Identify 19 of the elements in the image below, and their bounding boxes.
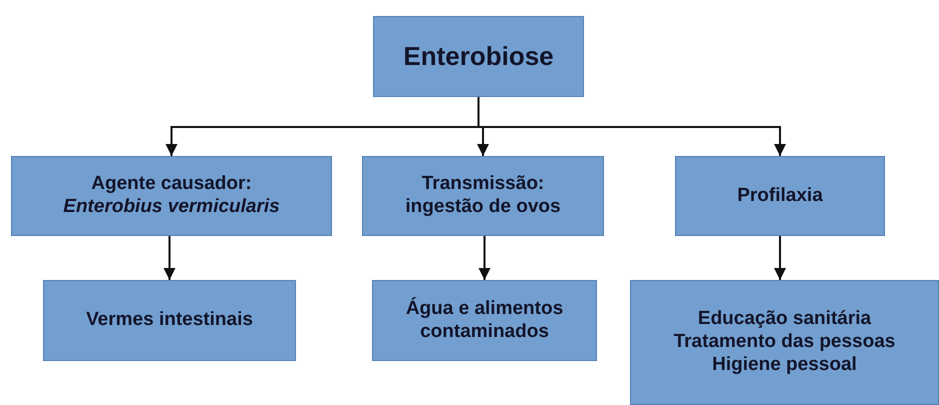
process-box (43, 280, 296, 361)
box-label: Higiene pessoal (712, 354, 857, 377)
process-box (675, 156, 885, 236)
box-label: Agente causador: Enterobius vermicularis (62, 173, 281, 219)
process-box (373, 16, 584, 97)
arrow (774, 236, 786, 280)
box-label: Transmissão: ingestão de ovos (404, 173, 562, 219)
arrow (478, 236, 490, 280)
box-label: Enterobiose (403, 40, 554, 72)
process-box (372, 280, 597, 361)
process-box (630, 280, 939, 405)
box-label: Vermes intestinais (86, 309, 253, 332)
box-label: Profilaxia (737, 184, 823, 208)
process-box (362, 156, 604, 236)
box-label: Água e alimentos contaminados (404, 298, 564, 344)
process-box (11, 156, 332, 236)
box-label: Educação sanitária (698, 308, 872, 332)
arrow (164, 236, 176, 280)
box-label: Tratamento das pessoas (674, 331, 896, 354)
